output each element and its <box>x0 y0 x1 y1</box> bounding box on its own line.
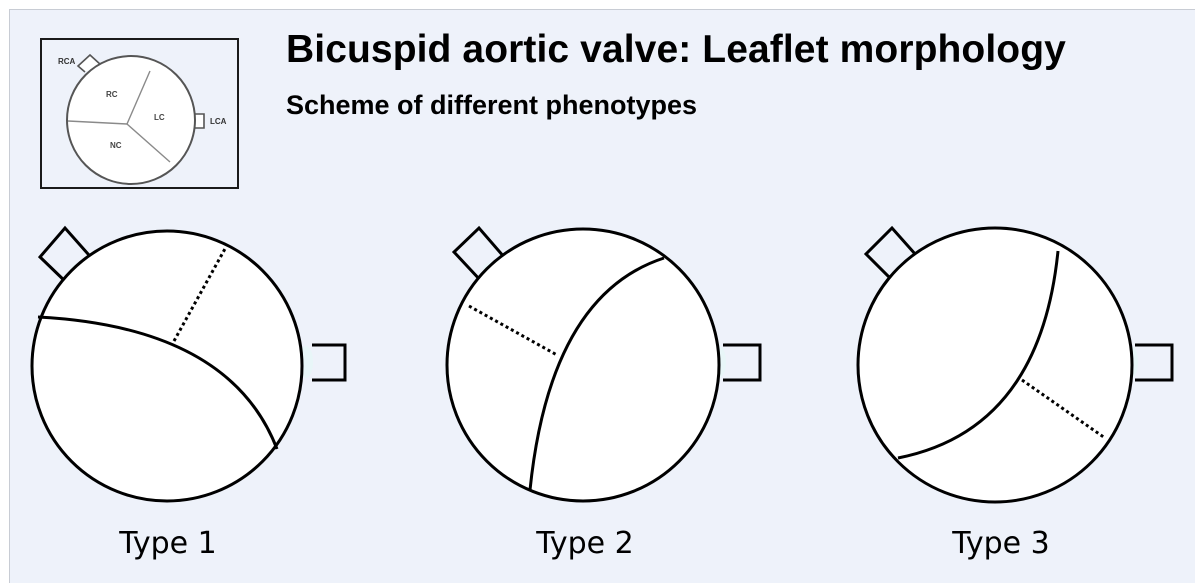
label-lca: LCA <box>210 117 227 126</box>
type-3-valve-circle <box>858 228 1132 502</box>
label-lc: LC <box>154 113 165 122</box>
type-2-lca-stub <box>723 345 760 380</box>
valve-type-2 <box>447 228 760 501</box>
label-nc: NC <box>110 141 122 150</box>
valve-type-3 <box>858 228 1172 502</box>
type-1-label: Type 1 <box>119 526 217 561</box>
reference-valve-circle <box>67 56 195 184</box>
type-1-lca-stub <box>312 345 345 380</box>
label-rca: RCA <box>58 57 76 66</box>
type-2-label: Type 2 <box>536 526 634 561</box>
label-rc: RC <box>106 90 118 99</box>
type-3-label: Type 3 <box>952 526 1050 561</box>
type-1-valve-circle <box>32 231 302 501</box>
reference-scheme: RCA LCA RC LC NC <box>41 39 238 188</box>
type-3-lca-stub <box>1135 345 1172 380</box>
valve-type-1 <box>32 228 345 501</box>
type-2-valve-circle <box>447 229 719 501</box>
